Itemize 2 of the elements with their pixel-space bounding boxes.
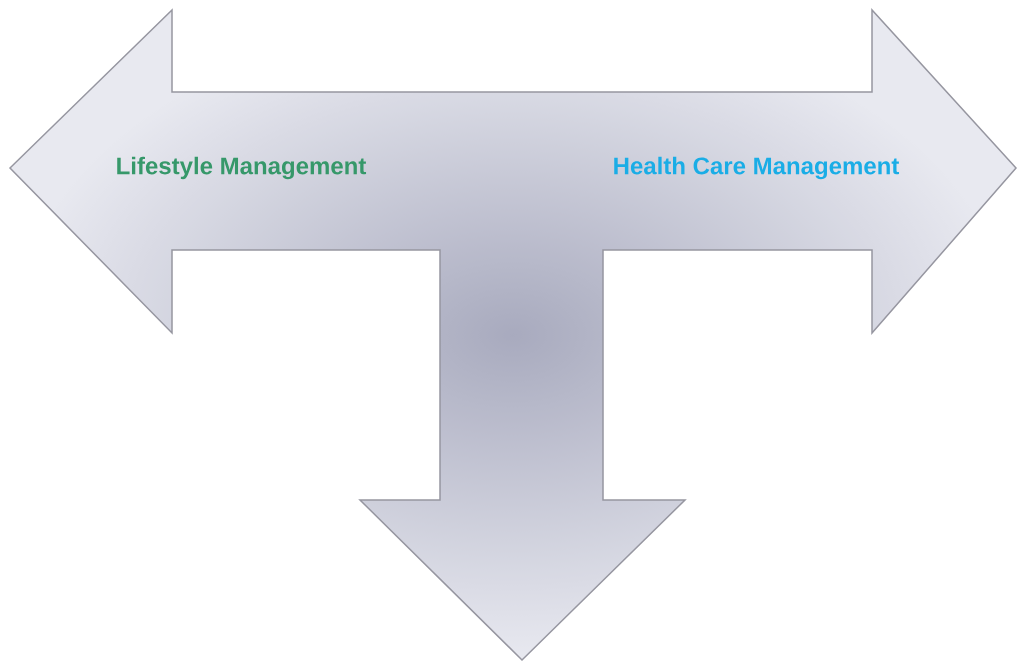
label-text: Health Care Management bbox=[614, 156, 900, 180]
label-text: Lifestyle Management bbox=[117, 156, 367, 180]
